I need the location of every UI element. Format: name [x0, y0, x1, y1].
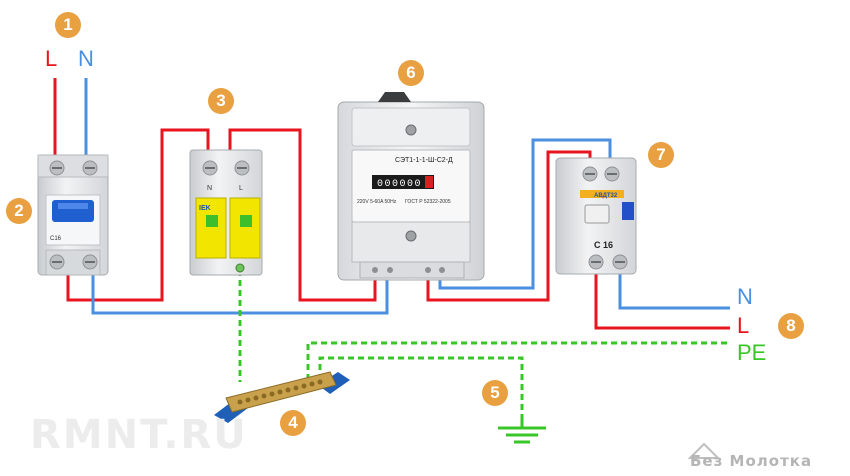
spd-terminal-l-label: L [239, 185, 243, 192]
input-phase-label: L [45, 46, 58, 71]
output-earth-label: PE [737, 340, 767, 365]
ground-symbol [498, 420, 546, 444]
watermark-bez-molotka: Без Молотка [690, 452, 813, 470]
callout-supply: 1 [55, 12, 81, 38]
meter-model: СЭТ1-1-1-Ш-С2-Д [395, 157, 453, 164]
meter-register [372, 175, 434, 189]
circuit-breaker: C16 [37, 154, 109, 276]
callout-ground: 5 [482, 380, 508, 406]
spd-terminal-n-label: N [207, 185, 212, 192]
wire-output-phase [594, 272, 730, 330]
input-neutral-label: N [78, 46, 94, 71]
output-neutral-label: N [737, 284, 753, 309]
spd-earth-terminal [235, 263, 245, 273]
watermark-house-icon [687, 442, 721, 459]
callout-load-output: 8 [778, 313, 804, 339]
callout-breaker: 2 [6, 198, 32, 224]
earth-bus-bar [214, 371, 350, 423]
wire-spd-to-meter-phase [228, 128, 377, 302]
surge-protection-device: IEK N L [189, 149, 263, 276]
meter-reading: 000000 [377, 179, 422, 190]
spd-brand: IEK [199, 205, 211, 212]
wire-meter-to-rcbo-neutral [438, 138, 612, 290]
wire-bus-to-pe [306, 341, 730, 380]
meter-standard: ГОСТ Р 52322-2005 [405, 199, 451, 205]
watermark-rmnt: RMNT.RU [30, 412, 248, 458]
wire-output-neutral [618, 272, 730, 310]
output-phase-label: L [737, 313, 750, 338]
wire-breaker-to-spd-phase [66, 128, 210, 302]
meter-specs: 220V 5-60A 50Hz [357, 199, 397, 205]
breaker-rating: C16 [50, 236, 62, 242]
callout-spd: 3 [208, 88, 234, 114]
spd-module-n [195, 197, 227, 259]
wire-bus-to-ground [318, 356, 524, 420]
callout-rcbo: 7 [648, 142, 674, 168]
rcbo-test-button [622, 202, 634, 220]
rcbo-brand: АВДТ32 [594, 193, 618, 199]
rcbo-toggle [584, 204, 610, 224]
callout-earth-bus: 4 [280, 410, 306, 436]
rcbo-device: АВДТ32 C 16 [555, 157, 637, 275]
wire-meter-to-rcbo-phase [426, 150, 592, 302]
wires [53, 78, 730, 420]
callout-meter: 6 [398, 60, 424, 86]
electricity-meter: СЭТ1-1-1-Ш-С2-Д 000000 220V 5-60A 50Hz Г… [337, 92, 485, 281]
rcbo-rating: C 16 [594, 240, 613, 250]
spd-module-l [229, 197, 261, 259]
